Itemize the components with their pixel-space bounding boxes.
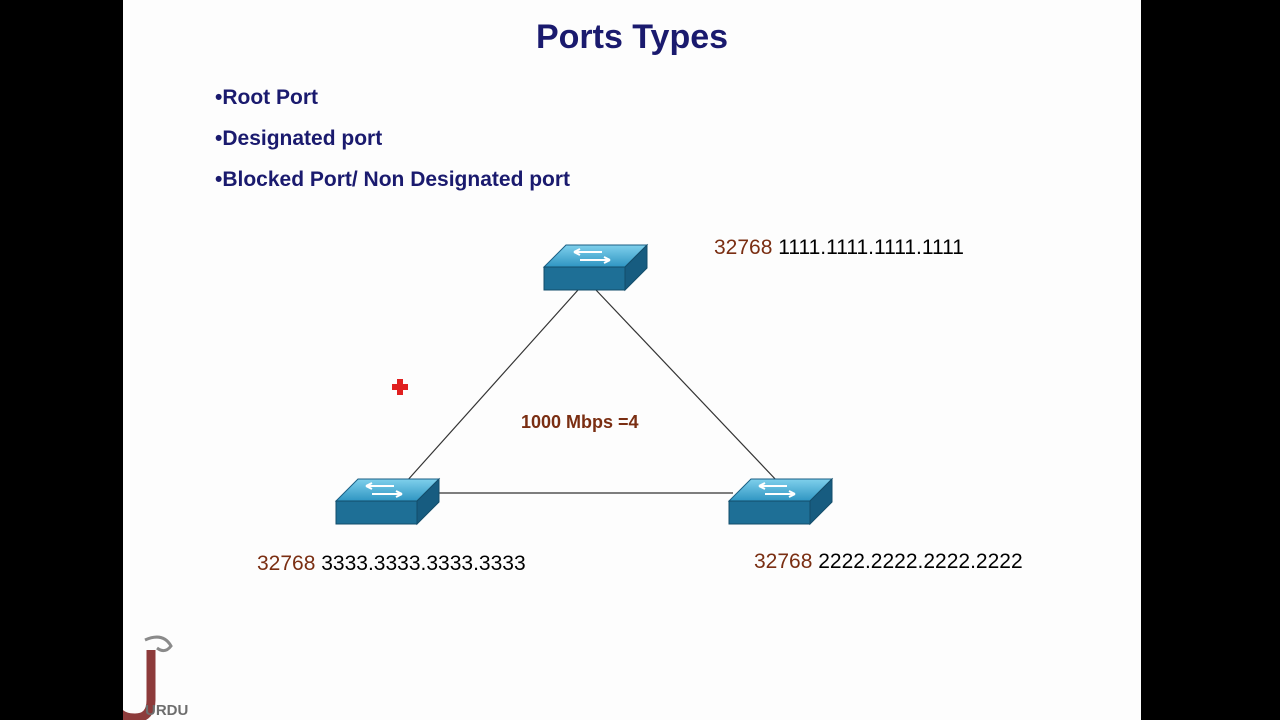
- bullet-designated-port: •Designated port: [215, 127, 383, 150]
- switch-top-priority: 32768: [714, 236, 773, 259]
- slide-title: Ports Types: [535, 18, 729, 56]
- switch-left-mac: 3333.3333.3333.3333: [321, 552, 526, 575]
- switch-top-label: 32768 1111.1111.1111.1111: [714, 236, 964, 260]
- bullet-root-port: •Root Port: [215, 86, 319, 109]
- switch-right-icon: [727, 477, 834, 526]
- urdu-logo-icon: URDU: [123, 635, 188, 720]
- slide: Ports Types •Root Port •Designated port …: [123, 0, 1141, 720]
- link-top-right: [595, 289, 779, 483]
- switch-top-icon: [542, 243, 649, 292]
- switch-right-label: 32768 2222.2222.2222.2222: [754, 550, 1023, 574]
- switch-left-label: 32768 3333.3333.3333.3333: [257, 552, 526, 576]
- switch-right-priority: 32768: [754, 550, 813, 573]
- logo-text: URDU: [145, 702, 188, 719]
- network-diagram: URDU: [123, 243, 834, 720]
- link-cost-label: 1000 Mbps =4: [521, 412, 639, 432]
- switch-left-icon: [334, 477, 441, 526]
- switch-right-mac: 2222.2222.2222.2222: [818, 550, 1023, 573]
- link-top-left: [405, 289, 579, 483]
- pointer-cursor-icon: [392, 379, 408, 395]
- switch-left-priority: 32768: [257, 552, 316, 575]
- bullet-blocked-port: •Blocked Port/ Non Designated port: [215, 168, 571, 191]
- switch-top-mac: 1111.1111.1111.1111: [778, 236, 964, 259]
